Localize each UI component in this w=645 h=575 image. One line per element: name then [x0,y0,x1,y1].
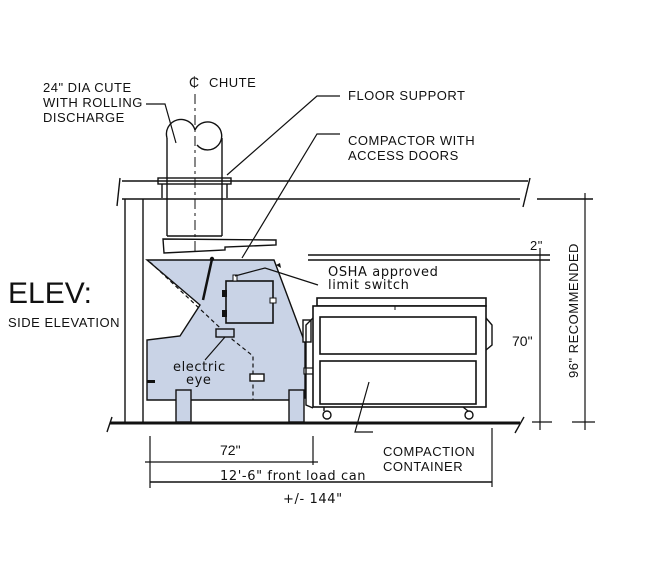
electric-eye-sensor [215,328,235,338]
chute-dia-label-2: WITH ROLLING [43,95,143,110]
overall-length-label: +/- 144" [283,492,343,507]
access-door [225,280,274,324]
chute-dia-label-1: 24" DIA CUTE [43,80,132,95]
centerline-symbol: ₵ [189,74,199,90]
container-label-1: COMPACTION [383,444,475,459]
chute [157,94,277,255]
ground-line [106,416,525,434]
clearance-label: 2" [530,238,543,253]
elev-title: ELEV: [8,277,92,310]
leader-lines [146,95,373,433]
elev-subtitle: SIDE ELEVATION [8,315,120,330]
compactor-length-label: 72" [220,442,241,458]
ceiling-height-label: 96" RECOMMENDED [566,243,581,378]
floor-slab [116,177,531,208]
compactor-label-2: ACCESS DOORS [348,148,459,163]
container-label-2: CONTAINER [383,459,463,474]
ceiling-height-dimension [572,193,595,430]
can-length-label: 12'-6" front load can [220,469,366,484]
electric-eye-label-1: electric [173,360,226,375]
compactor [145,256,319,423]
electric-eye-label-2: eye [186,373,212,388]
limit-switch-label-2: limit switch [328,278,409,293]
floor-support-label: FLOOR SUPPORT [348,88,466,103]
support-column [124,199,144,422]
chute-dia-label-3: DISCHARGE [43,110,125,125]
compaction-container [305,297,493,420]
bottom-dimensions [145,428,493,488]
compactor-label-1: COMPACTOR WITH [348,133,475,148]
chute-centerline-label: CHUTE [209,75,256,90]
container-height-label: 70" [512,333,533,349]
limit-switch-label-1: OSHA approved [328,265,439,280]
clearance-dimension [308,248,552,430]
